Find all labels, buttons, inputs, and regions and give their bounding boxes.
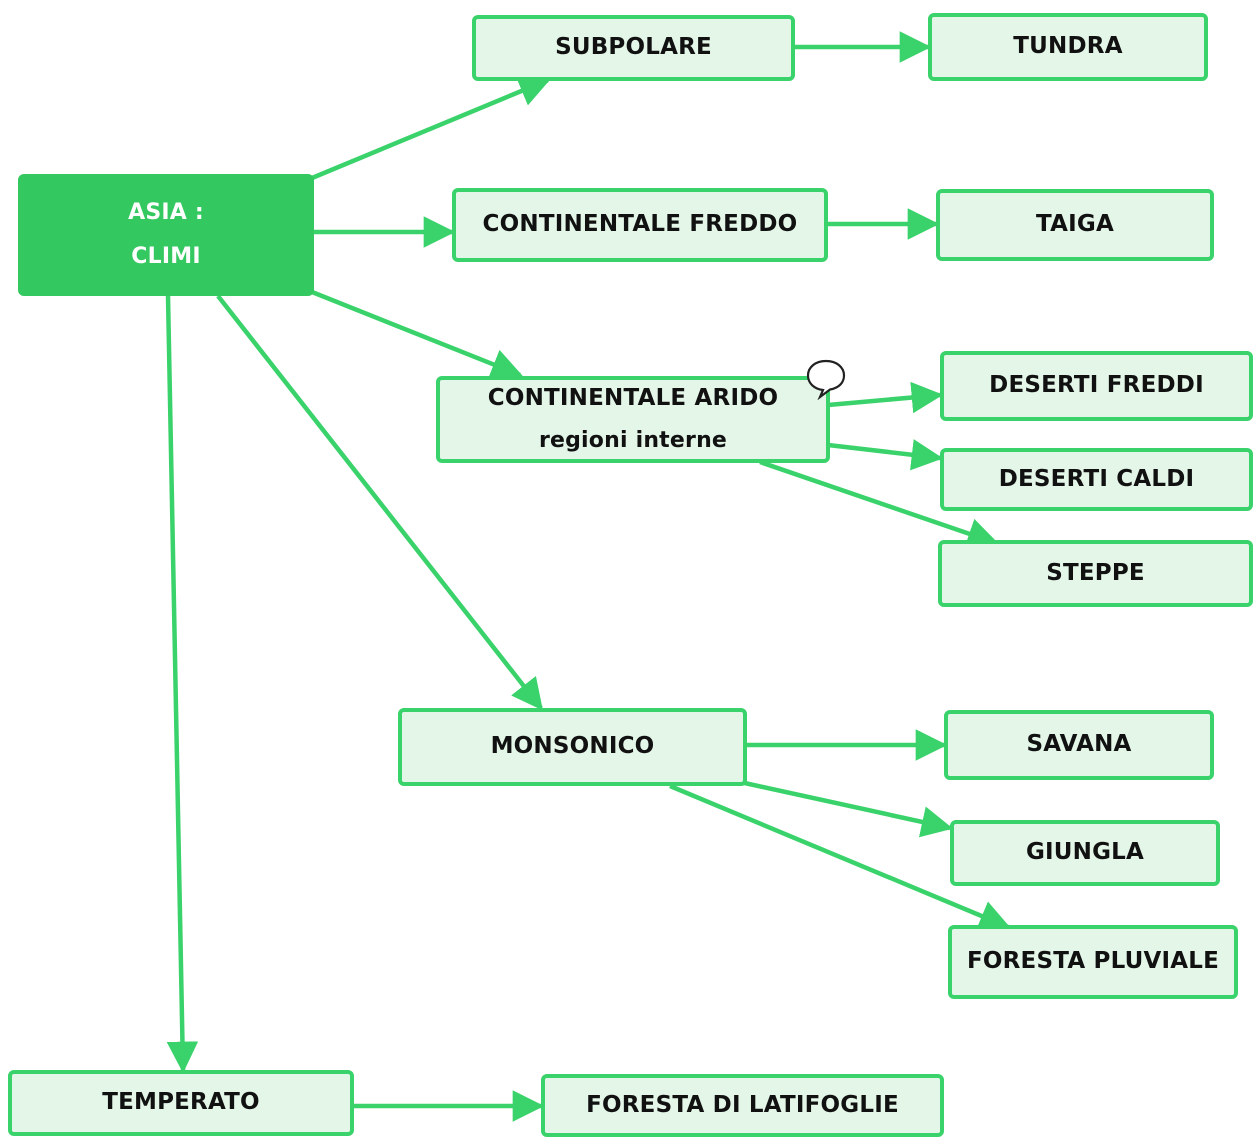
edge-continentale-arido-deserti-freddi <box>827 381 944 414</box>
node-deserti-freddi-label: DESERTI FREDDI <box>989 372 1204 399</box>
node-continentale-freddo-label: CONTINENTALE FREDDO <box>482 211 798 238</box>
edge-continentale-arido-steppe <box>759 459 999 549</box>
node-taiga-label: TAIGA <box>1036 211 1114 238</box>
edge-root-continentale-arido <box>311 289 523 380</box>
node-giungla[interactable]: GIUNGLA <box>950 820 1220 886</box>
node-continentale-freddo[interactable]: CONTINENTALE FREDDO <box>452 188 828 262</box>
node-deserti-freddi[interactable]: DESERTI FREDDI <box>940 351 1253 421</box>
node-foresta-di-latifoglie[interactable]: FORESTA DI LATIFOGLIE <box>541 1074 944 1137</box>
node-foresta-pluviale[interactable]: FORESTA PLUVIALE <box>948 925 1238 999</box>
node-foresta-pluviale-label: FORESTA PLUVIALE <box>966 948 1220 975</box>
edge-monsonico-giungla <box>739 779 954 838</box>
node-tundra-label: TUNDRA <box>1013 33 1123 60</box>
node-continentale-arido-line1: CONTINENTALE ARIDO <box>487 384 779 411</box>
node-steppe[interactable]: STEPPE <box>938 540 1253 607</box>
node-savana[interactable]: SAVANA <box>944 710 1214 780</box>
node-monsonico[interactable]: MONSONICO <box>398 708 747 786</box>
node-giungla-label: GIUNGLA <box>1025 839 1145 866</box>
node-steppe-label: STEPPE <box>1046 559 1145 586</box>
node-monsonico-label: MONSONICO <box>490 733 655 760</box>
node-temperato-label: TEMPERATO <box>102 1089 260 1116</box>
edge-monsonico-foresta-pluviale <box>669 783 1011 931</box>
edge-continentale-arido-deserti-caldi <box>827 439 944 471</box>
node-continentale-arido-line2: regioni interne <box>538 428 728 454</box>
node-tundra[interactable]: TUNDRA <box>928 13 1208 81</box>
node-temperato[interactable]: TEMPERATO <box>8 1070 354 1136</box>
node-continentale-arido[interactable]: CONTINENTALE ARIDO regioni interne <box>436 376 830 463</box>
edge-root-temperato <box>165 295 199 1074</box>
node-savana-label: SAVANA <box>1026 731 1132 758</box>
edge-root-monsonico <box>216 294 543 711</box>
node-subpolare-label: SUBPOLARE <box>555 34 712 61</box>
node-asia-climi-line2: CLIMI <box>131 244 201 269</box>
node-foresta-di-latifoglie-label: FORESTA DI LATIFOGLIE <box>586 1091 899 1118</box>
speech-bubble-icon[interactable] <box>804 358 848 400</box>
node-asia-climi-line1: ASIA : <box>128 200 204 225</box>
edge-root-subpolare <box>311 76 551 181</box>
node-taiga[interactable]: TAIGA <box>936 189 1214 261</box>
node-deserti-caldi-label: DESERTI CALDI <box>998 465 1195 492</box>
node-deserti-caldi[interactable]: DESERTI CALDI <box>940 448 1253 511</box>
node-subpolare[interactable]: SUBPOLARE <box>472 15 795 81</box>
node-asia-climi[interactable]: ASIA : CLIMI <box>18 174 314 296</box>
